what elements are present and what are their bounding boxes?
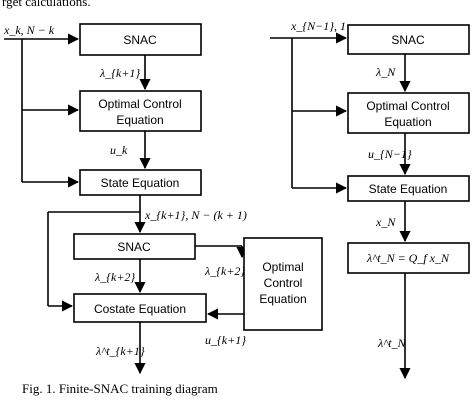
lambda-k2-label-right: λ_{k+2} [204, 264, 245, 278]
snac-label-left: SNAC [123, 33, 157, 47]
state-box-right [347, 175, 470, 202]
oce2-line2: Control [264, 276, 303, 290]
lambda-N-label: λ_N [375, 65, 396, 79]
oce-box-right [347, 92, 470, 134]
top-text-fragment: rget calculations. [2, 0, 91, 9]
lambda-t-k1-label: λ^t_{k+1} [95, 344, 145, 358]
lambda-k2-label-left: λ_{k+2} [94, 270, 135, 284]
oce2-line3: Equation [259, 292, 306, 306]
oce-line2-right: Equation [384, 115, 431, 129]
oce-line1-left: Optimal Control [98, 97, 181, 111]
terminal-box [347, 242, 470, 274]
lambda-k1-label: λ_{k+1} [99, 66, 140, 80]
snac-label-2: SNAC [117, 240, 151, 254]
u-N1-label: u_{N−1} [368, 147, 412, 161]
oce2-line1: Optimal [262, 260, 303, 274]
costate-label: Costate Equation [94, 302, 186, 316]
input-label-xN1: x_{N−1}, 1 [290, 19, 346, 33]
u-k1-label: u_{k+1} [205, 333, 246, 347]
snac-box-2 [73, 233, 196, 260]
oce-line1-right: Optimal Control [366, 99, 449, 113]
x-k1-label: x_{k+1}, N − (k + 1) [144, 208, 247, 222]
input-label-xk: x_k, N − k [3, 23, 55, 37]
terminal-equation: λ^t_N = Q_f x_N [366, 251, 450, 265]
figure-caption: Fig. 1. Finite-SNAC training diagram [22, 381, 218, 396]
state-label-left: State Equation [101, 176, 180, 190]
lambda-t-N-label: λ^t_N [377, 336, 407, 350]
right-diagram: x_{N−1}, 1 SNAC λ_N Optimal Control Equa… [270, 19, 470, 380]
state-label-right: State Equation [369, 182, 448, 196]
left-diagram: x_k, N − k SNAC λ_{k+1} Optimal Control … [3, 23, 323, 375]
oce-box-left [79, 90, 202, 132]
oce-box-2 [243, 237, 323, 331]
costate-box [73, 293, 207, 323]
x-N-label: x_N [375, 215, 396, 229]
state-box-left [79, 169, 202, 196]
oce-line2-left: Equation [116, 113, 163, 127]
snac-box-right [347, 24, 470, 55]
u-k-label: u_k [110, 143, 128, 157]
snac-box-left [79, 23, 202, 56]
snac-label-right: SNAC [391, 33, 425, 47]
